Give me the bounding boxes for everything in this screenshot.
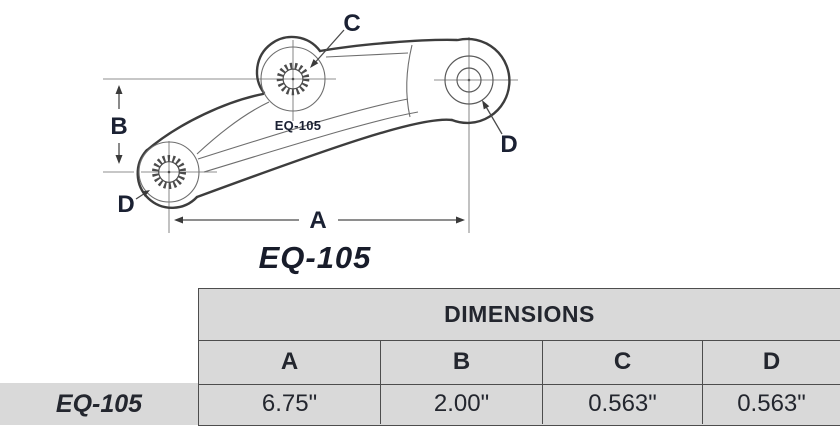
table-title: DIMENSIONS (444, 301, 595, 327)
dimensions-table: DIMENSIONS A B C D 6.75" 2.00" 0.563" 0.… (198, 288, 840, 426)
dim-label-b: B (110, 113, 127, 140)
hole-left (151, 154, 186, 189)
value-d: 0.563" (737, 390, 806, 418)
hole-right (444, 55, 494, 105)
arrowhead-c (310, 59, 319, 68)
leader-c: C (310, 10, 361, 68)
table-row-label: EQ-105 (55, 389, 143, 418)
part-number-callout: EQ-105 (275, 118, 322, 133)
dimension-b: B (110, 85, 128, 164)
hole-middle (276, 62, 310, 96)
arrowhead-d-right (482, 100, 490, 110)
dim-label-d-left: D (117, 191, 134, 218)
arrowhead-d-left (141, 190, 150, 197)
part-drawing: B A C D D EQ-105 EQ-105 (103, 10, 518, 275)
value-a: 6.75" (199, 384, 381, 424)
table-row-label-band: EQ-105 (0, 383, 198, 425)
dim-label-d-right: D (500, 131, 517, 158)
table-columns-row: A B C D (199, 341, 840, 385)
dim-label-a: A (309, 207, 326, 234)
arrowhead-a-left (174, 216, 183, 224)
table-values-row: 6.75" 2.00" 0.563" 0.563" (199, 384, 840, 424)
arrowhead-b-top (115, 85, 123, 94)
dim-label-c: C (343, 10, 360, 37)
leader-d-right: D (482, 100, 518, 158)
leader-d-left: D (117, 190, 150, 218)
drawing-title: EQ-105 (259, 240, 372, 275)
fillet-lines (138, 44, 419, 203)
value-b: 2.00" (381, 384, 543, 424)
column-header-d: D (762, 348, 781, 376)
part-outline (136, 35, 511, 210)
value-c: 0.563" (543, 384, 703, 424)
column-header-c: C (543, 341, 703, 384)
column-header-b: B (381, 341, 543, 384)
arrowhead-a-right (456, 216, 465, 224)
table-header-row: DIMENSIONS (199, 289, 840, 341)
column-header-a: A (199, 341, 381, 384)
arrowhead-b-bottom (115, 155, 123, 164)
dimension-a: A (174, 207, 465, 234)
